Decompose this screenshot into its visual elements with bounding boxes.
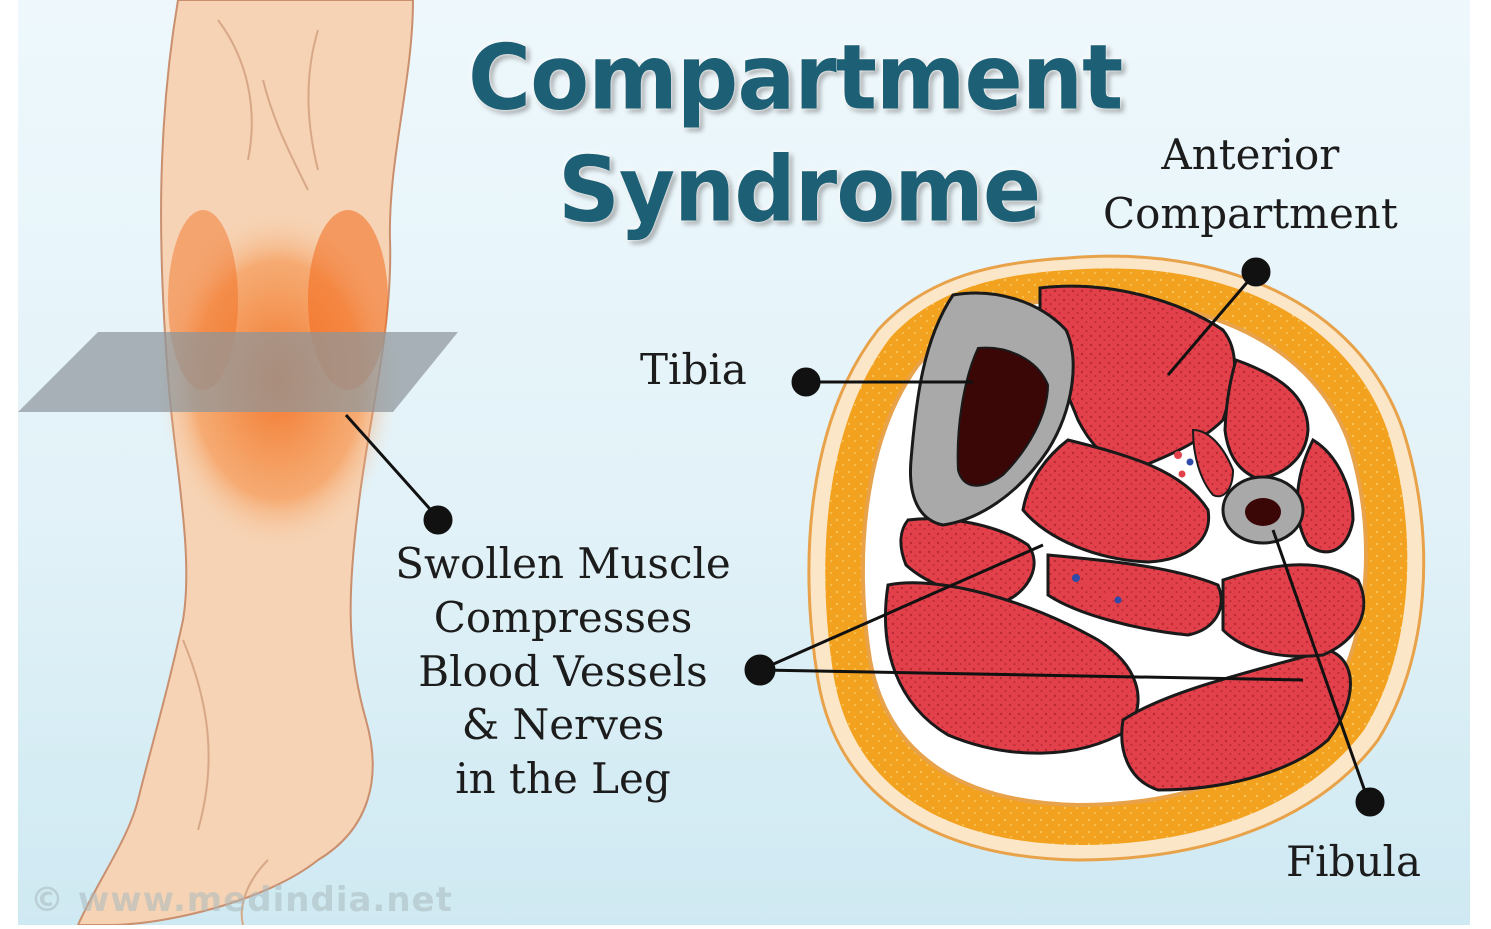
swollen-pointer-dot	[425, 507, 451, 533]
anterior-pointer-dot	[1243, 259, 1269, 285]
cross-section-diagram	[809, 256, 1424, 860]
illustration-frame: Compartment Syndrome Anterior Compartmen…	[18, 0, 1470, 925]
fibula-pointer-dot	[1357, 789, 1383, 815]
tibia-label: Tibia	[640, 343, 747, 397]
swollen-muscle-label: Swollen Muscle Compresses Blood Vessels …	[363, 537, 763, 806]
fibula-marrow	[1245, 498, 1281, 526]
section-plane	[18, 332, 458, 412]
anterior-compartment-label: Anterior Compartment	[1103, 126, 1398, 244]
swollen-label-line-1: Swollen Muscle	[363, 537, 763, 591]
swollen-label-line-3: Blood Vessels	[363, 645, 763, 699]
tibia-pointer-dot	[793, 369, 819, 395]
swollen-label-line-4: & Nerves	[363, 698, 763, 752]
title-line-1: Compartment	[468, 26, 1122, 131]
anterior-label-line-2: Compartment	[1103, 185, 1398, 244]
swollen-label-line-5: in the Leg	[363, 752, 763, 806]
title-line-2: Syndrome	[558, 138, 1040, 243]
anterior-label-line-1: Anterior	[1103, 126, 1398, 185]
swollen-label-line-2: Compresses	[363, 591, 763, 645]
watermark: © www.medindia.net	[30, 880, 453, 920]
fibula-label: Fibula	[1286, 835, 1421, 889]
